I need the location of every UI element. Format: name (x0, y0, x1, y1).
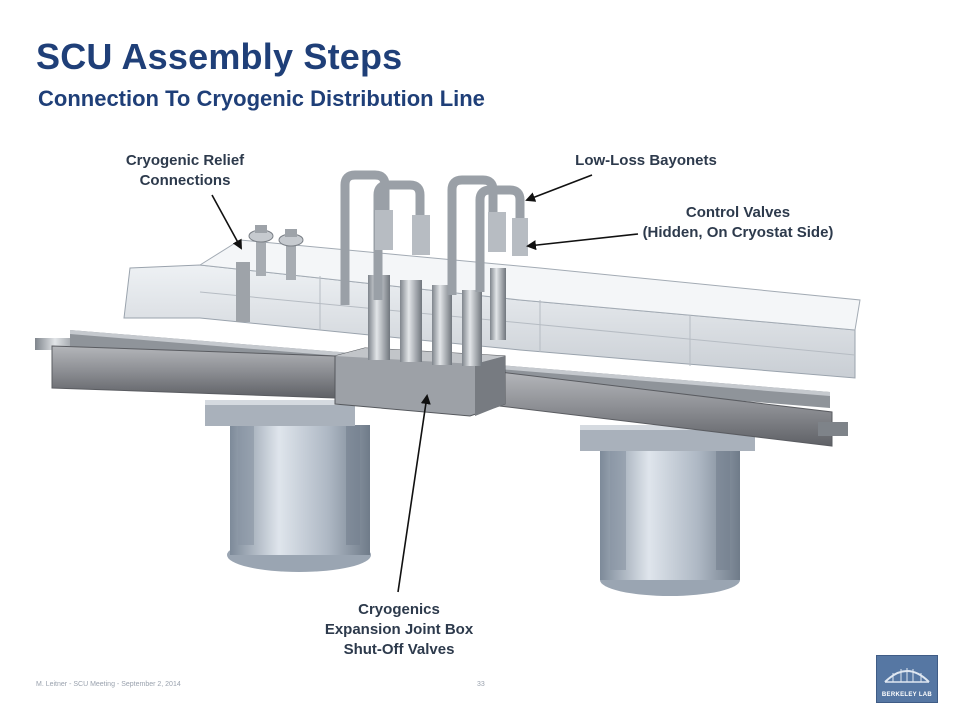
callout-expansion-joint-box: Cryogenics Expansion Joint Box Shut-Off … (314, 600, 484, 660)
callout-expansion-line2: Expansion Joint Box (324, 621, 474, 638)
callout-relief-line2: Connections (139, 172, 231, 189)
page-number: 33 (477, 681, 485, 688)
berkeley-lab-logo-icon (884, 668, 930, 683)
arrow-expansion (397, 394, 431, 593)
relief-valves (236, 225, 304, 322)
callout-relief-line1: Cryogenic Relief (125, 152, 245, 169)
callout-arrows (211, 174, 639, 593)
callout-low-loss-bayonets: Low-Loss Bayonets (566, 151, 726, 171)
callout-expansion-line1: Cryogenics (358, 601, 440, 618)
slide-subtitle: Connection To Cryogenic Distribution Lin… (38, 86, 485, 111)
arrow-bayonets (525, 174, 593, 202)
cryostat (123, 239, 861, 379)
left-support-column (205, 400, 371, 572)
footer-credit: M. Leitner - SCU Meeting - September 2, … (36, 681, 181, 688)
arrow-relief (211, 194, 242, 250)
slide-title: SCU Assembly Steps (36, 36, 403, 77)
callout-valves-line2: (Hidden, On Cryostat Side) (642, 224, 834, 241)
callout-bayonets-line1: Low-Loss Bayonets (575, 152, 717, 169)
callout-expansion-line3: Shut-Off Valves (343, 641, 455, 658)
callout-control-valves: Control Valves (Hidden, On Cryostat Side… (633, 203, 843, 243)
cryogenic-lines (340, 170, 528, 366)
berkeley-lab-logo: BERKELEY LAB (876, 655, 938, 703)
arrow-valves (526, 233, 639, 251)
callout-valves-line1: Control Valves (685, 204, 791, 221)
logo-text: BERKELEY LAB (881, 692, 933, 698)
right-support-column (580, 425, 755, 596)
callout-relief-connections: Cryogenic Relief Connections (105, 151, 265, 191)
